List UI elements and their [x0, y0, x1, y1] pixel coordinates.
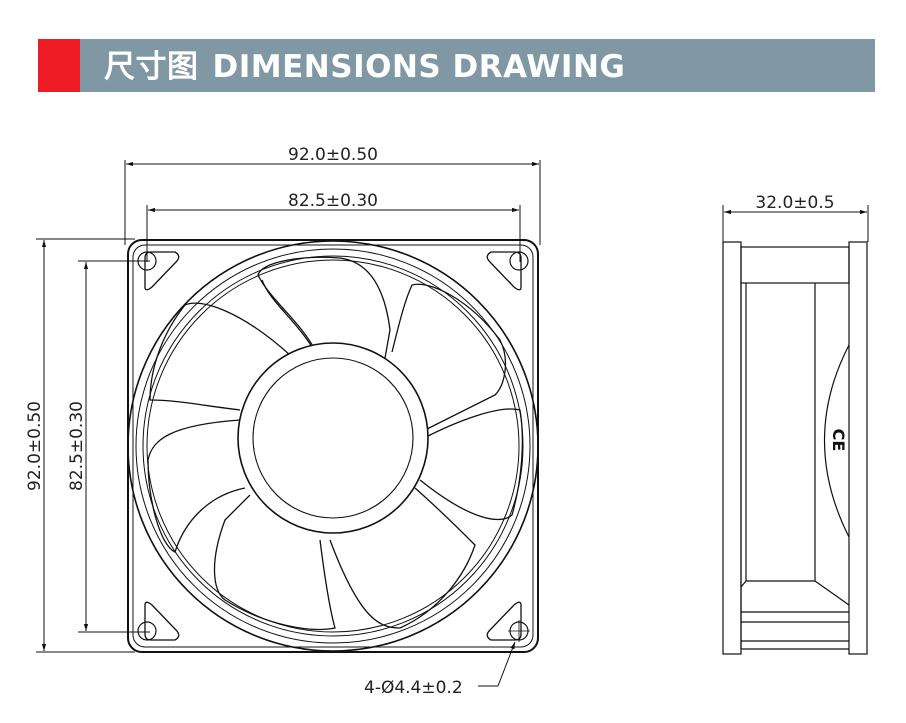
ce-mark: CE: [829, 429, 848, 452]
dim-overall-height: 92.0±0.50: [25, 401, 45, 491]
hole-leader-line: [478, 641, 516, 687]
fan-hub-inner: [252, 357, 414, 519]
page-title: 尺寸图 DIMENSIONS DRAWING: [104, 47, 625, 87]
mounting-hole-tr: [509, 251, 529, 271]
page-title-en: DIMENSIONS DRAWING: [212, 49, 626, 85]
dim-hole-height: 82.5±0.30: [67, 401, 87, 491]
dim-mounting-holes: 4-Ø4.4±0.2: [364, 678, 463, 698]
fan-hub-outer: [237, 342, 429, 534]
dim-thickness: 32.0±0.5: [755, 193, 834, 213]
mounting-hole-tl: [137, 251, 157, 271]
header-accent-block: [38, 39, 80, 92]
page-title-cn: 尺寸图: [104, 49, 199, 85]
header-bar: [80, 39, 875, 92]
dim-overall-width: 92.0±0.50: [288, 145, 378, 165]
side-view: [722, 205, 869, 655]
dim-hole-width: 82.5±0.30: [288, 191, 378, 211]
fan-blades: [147, 256, 523, 631]
front-view: [36, 160, 541, 687]
mounting-hole-bl: [137, 621, 157, 641]
